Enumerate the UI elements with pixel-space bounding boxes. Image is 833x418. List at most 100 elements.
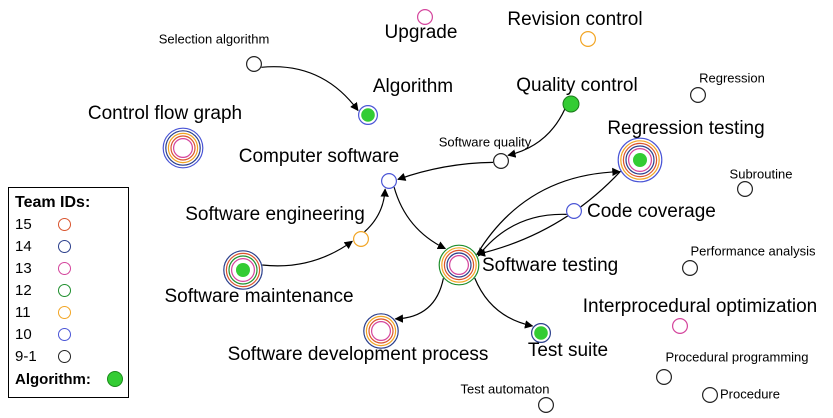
node-background — [246, 56, 262, 72]
algorithm-dot-icon — [236, 263, 250, 277]
node-label-software_engineering: Software engineering — [185, 204, 365, 225]
ring-id9_1 — [701, 387, 718, 404]
node-subroutine[interactable] — [736, 181, 753, 198]
ring-id9_1 — [655, 369, 672, 386]
node-software_engineering[interactable] — [353, 231, 370, 248]
ring-id13 — [371, 321, 392, 342]
node-background — [493, 153, 509, 169]
node-background — [566, 203, 582, 219]
node-label-interprocedural_optimization: Interprocedural optimization — [583, 296, 817, 317]
ring-id10 — [381, 173, 398, 190]
edge-software_testing-to-test_suite — [474, 277, 534, 329]
node-label-software_maintenance: Software maintenance — [164, 286, 353, 307]
ring-id9_1 — [681, 260, 698, 277]
legend-label: 9-1 — [15, 348, 37, 365]
legend-algorithm-label: Algorithm: — [15, 371, 91, 388]
node-label-software_quality: Software quality — [439, 134, 532, 149]
node-background — [417, 9, 433, 25]
node-label-code_coverage: Code coverage — [587, 201, 716, 222]
edges-layer — [261, 66, 622, 329]
ring-id11 — [353, 231, 370, 248]
edge-selection_algorithm-to-algorithm — [261, 66, 359, 112]
algorithm-dot-icon — [534, 326, 548, 340]
ring-id9_1 — [537, 397, 554, 414]
legend-label: 13 — [15, 260, 32, 277]
legend-swatch-12 — [58, 284, 71, 297]
node-code_coverage[interactable] — [565, 203, 582, 220]
node-background — [353, 231, 369, 247]
legend-swatch-15 — [58, 218, 71, 231]
edge-software_quality-to-computer_software — [397, 161, 494, 181]
ring-id15 — [225, 252, 261, 288]
node-label-upgrade: Upgrade — [385, 22, 458, 43]
node-procedural_programming[interactable] — [655, 369, 672, 386]
ring-id12 — [438, 244, 480, 286]
ring-id10 — [162, 127, 204, 169]
node-label-revision_control: Revision control — [507, 9, 642, 30]
node-test_suite[interactable] — [530, 323, 551, 344]
legend-row-10: 10 — [15, 326, 125, 346]
node-software_quality[interactable] — [493, 153, 510, 170]
legend-label: 14 — [15, 238, 32, 255]
edge-software_testing-to-regression_testing — [476, 167, 621, 256]
node-selection_algorithm[interactable] — [246, 55, 263, 72]
ring-id14 — [223, 250, 263, 290]
node-label-procedural_programming: Procedural programming — [665, 349, 808, 364]
node-label-algorithm: Algorithm — [373, 76, 453, 97]
node-software_maintenance[interactable] — [223, 250, 263, 290]
node-regression[interactable] — [689, 86, 706, 103]
ring-id13 — [173, 138, 194, 159]
edge-regression_testing-to-software_testing — [476, 170, 622, 257]
node-regression_testing[interactable] — [617, 137, 663, 183]
legend-label: 11 — [15, 304, 31, 321]
node-performance_analysis[interactable] — [681, 260, 698, 277]
ring-id11 — [441, 247, 477, 283]
node-background — [656, 369, 672, 385]
ring-id14 — [446, 252, 472, 278]
ring-id14 — [165, 130, 201, 166]
node-test_automaton[interactable] — [537, 397, 554, 414]
node-background — [690, 87, 706, 103]
legend-swatch-9-1 — [58, 350, 71, 363]
node-quality_control[interactable] — [562, 95, 580, 113]
ring-id13 — [417, 9, 434, 26]
algorithm-dot-icon — [633, 153, 647, 167]
node-label-software_testing: Software testing — [482, 255, 618, 276]
legend-row-11: 11 — [15, 304, 125, 324]
ring-id10 — [617, 137, 663, 183]
node-software_development_process[interactable] — [363, 313, 399, 349]
node-control_flow_graph[interactable] — [162, 127, 204, 169]
node-background — [682, 260, 698, 276]
ring-id10 — [358, 104, 379, 125]
edge-quality_control-to-software_quality — [507, 108, 566, 158]
ring-id13 — [231, 258, 256, 283]
node-software_testing[interactable] — [438, 244, 480, 286]
ring-id9_1 — [736, 181, 753, 198]
legend-swatch-14 — [58, 240, 71, 253]
node-interprocedural_optimization[interactable] — [671, 318, 688, 335]
ring-id15 — [170, 135, 196, 161]
ring-id15 — [368, 318, 394, 344]
node-upgrade[interactable] — [417, 9, 434, 26]
legend-label: 15 — [15, 216, 32, 233]
ring-id12 — [228, 255, 258, 285]
algorithm-dot-icon — [562, 95, 580, 113]
node-procedure[interactable] — [701, 387, 718, 404]
legend-label: 12 — [15, 282, 32, 299]
algorithm-dot-icon — [107, 371, 123, 387]
ring-id14 — [530, 323, 551, 344]
ring-id11 — [579, 31, 596, 48]
node-background — [737, 181, 753, 197]
node-algorithm[interactable] — [358, 104, 379, 125]
edge-software_engineering-to-computer_software — [364, 188, 389, 233]
node-computer_software[interactable] — [381, 173, 398, 190]
ring-id14 — [625, 145, 655, 175]
legend-row-13: 13 — [15, 260, 125, 280]
ring-id11 — [365, 315, 397, 347]
edge-software_testing-to-software_development_process — [394, 278, 444, 323]
node-revision_control[interactable] — [579, 31, 596, 48]
legend-row-14: 14 — [15, 238, 125, 258]
legend: Team IDs: 15 14 13 12 11 10 9-1 — [8, 187, 129, 398]
